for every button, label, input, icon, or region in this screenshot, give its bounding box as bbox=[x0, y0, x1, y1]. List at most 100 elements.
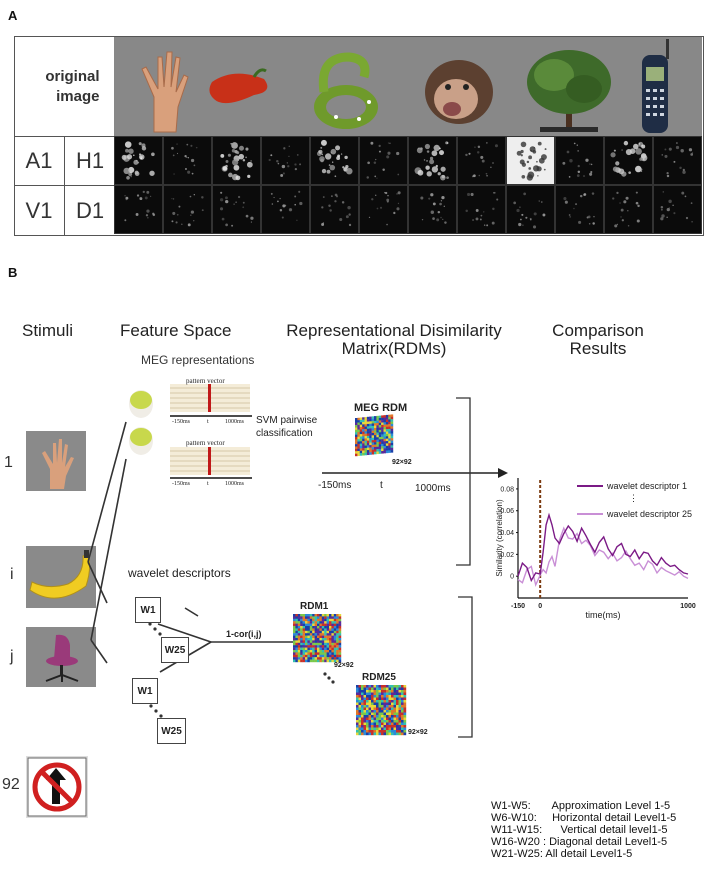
rdm-cell bbox=[314, 638, 318, 641]
rdm-cell bbox=[381, 710, 384, 713]
rdm-cell bbox=[324, 654, 327, 658]
rdm-cell bbox=[361, 725, 364, 728]
rdm-cell bbox=[324, 630, 327, 634]
wavelet-thumbnail bbox=[212, 136, 261, 185]
rdm-cell bbox=[338, 638, 342, 641]
rdm-cell bbox=[356, 720, 359, 723]
rdm-cell bbox=[369, 447, 372, 451]
rdm-cell bbox=[357, 448, 360, 452]
rdm-cell bbox=[403, 722, 407, 726]
rdm-cell bbox=[383, 705, 387, 708]
rdm-cell bbox=[363, 715, 367, 718]
rdm-cell bbox=[376, 446, 379, 450]
rdm-cell bbox=[398, 697, 402, 701]
rdm-cell bbox=[366, 725, 369, 728]
rdm-cell bbox=[361, 692, 364, 696]
rdm-cell bbox=[312, 657, 315, 660]
rdm-cell bbox=[314, 640, 318, 643]
rdm-cell bbox=[396, 730, 399, 733]
rdm-cell bbox=[396, 722, 399, 726]
rdm-cell bbox=[312, 652, 315, 655]
rdm-cell bbox=[381, 702, 384, 706]
rdm-cell bbox=[362, 419, 365, 423]
rdm-cell bbox=[293, 650, 296, 653]
wavelet-thumbnail bbox=[408, 136, 457, 185]
rdm-cell bbox=[371, 717, 374, 721]
rdm-cell bbox=[312, 640, 315, 643]
rdm-cell bbox=[338, 630, 342, 634]
rdm-cell bbox=[371, 449, 375, 453]
y-tick-label: 0 bbox=[510, 574, 514, 581]
rdm-cell bbox=[295, 621, 298, 624]
rdm-cell bbox=[295, 626, 298, 629]
rdm-cell bbox=[295, 642, 298, 646]
rdm-cell bbox=[396, 710, 399, 713]
rdm-cell bbox=[378, 712, 382, 716]
rdm-cell bbox=[401, 715, 404, 718]
rdm-cell bbox=[396, 712, 399, 716]
rdm-cell bbox=[321, 628, 325, 631]
rdm-cell bbox=[378, 710, 382, 713]
rdm-cell bbox=[338, 642, 342, 646]
rdm-cell bbox=[403, 715, 407, 718]
rdm-cell bbox=[366, 428, 370, 432]
rdm-cell bbox=[364, 424, 368, 427]
rdm-cell bbox=[369, 433, 372, 436]
rdm-cell bbox=[331, 640, 334, 643]
rdm-cell bbox=[381, 707, 384, 711]
rdm-cell bbox=[374, 420, 377, 424]
rdm-cell bbox=[383, 695, 387, 698]
rdm-cell bbox=[307, 626, 310, 629]
y-tick-label: 0.02 bbox=[500, 552, 514, 559]
rdm-cell bbox=[312, 659, 315, 663]
original-images-band bbox=[114, 37, 702, 136]
rdm-cell bbox=[364, 431, 368, 434]
rdm-cell bbox=[393, 702, 397, 706]
rdm-cell bbox=[333, 654, 337, 658]
rdm-cell bbox=[297, 630, 301, 634]
rdm-cell bbox=[388, 715, 392, 718]
rdm-cell bbox=[376, 707, 379, 711]
rdm-cell bbox=[295, 645, 298, 648]
rdm-cell bbox=[368, 712, 372, 716]
rdm-cell bbox=[388, 419, 391, 423]
rdm-cell bbox=[366, 695, 369, 698]
rdm-cell bbox=[326, 647, 330, 651]
rdm-cell bbox=[364, 447, 368, 451]
wavelet-thumbnail bbox=[653, 185, 702, 234]
rdm-cell bbox=[393, 715, 397, 718]
rdm-cell bbox=[314, 633, 318, 636]
wavelet-thumbnail bbox=[359, 136, 408, 185]
rdm-cell bbox=[305, 647, 308, 651]
rdm-cell bbox=[331, 645, 334, 648]
rdm-cell bbox=[312, 621, 315, 624]
rdm-cell bbox=[333, 638, 337, 641]
rdm-cell bbox=[317, 645, 320, 648]
rdm-cell bbox=[324, 618, 327, 622]
rdm-cell bbox=[333, 657, 337, 660]
rdm-cell bbox=[307, 635, 310, 639]
rdm-cell bbox=[361, 707, 364, 711]
rdm-cell bbox=[314, 623, 318, 627]
rdm-cell bbox=[363, 710, 367, 713]
rdm-cell bbox=[314, 654, 318, 658]
rdm-cell bbox=[317, 623, 320, 627]
rdm-cell bbox=[373, 725, 377, 728]
rdm-cell bbox=[329, 616, 332, 619]
rdm-cell bbox=[381, 451, 384, 454]
rdm-cell bbox=[302, 614, 306, 617]
rdm-cell bbox=[388, 414, 391, 418]
rdm-cell bbox=[333, 616, 337, 619]
meg-representations-label: MEG representations bbox=[141, 353, 255, 367]
rdm-cell bbox=[378, 687, 382, 691]
rdm-cell bbox=[321, 616, 325, 619]
legend-label: wavelet descriptor 1 bbox=[606, 481, 687, 491]
rdm-cell bbox=[381, 448, 384, 452]
rdm-cell bbox=[358, 730, 362, 733]
rdm-cell bbox=[359, 446, 363, 449]
rdm-cell bbox=[329, 650, 332, 653]
rdm-cell bbox=[295, 618, 298, 622]
header-rdm: Representational Disimilarity Matrix(RDM… bbox=[286, 321, 502, 358]
rdm-cell bbox=[371, 707, 374, 711]
rdm-cell bbox=[300, 614, 303, 617]
